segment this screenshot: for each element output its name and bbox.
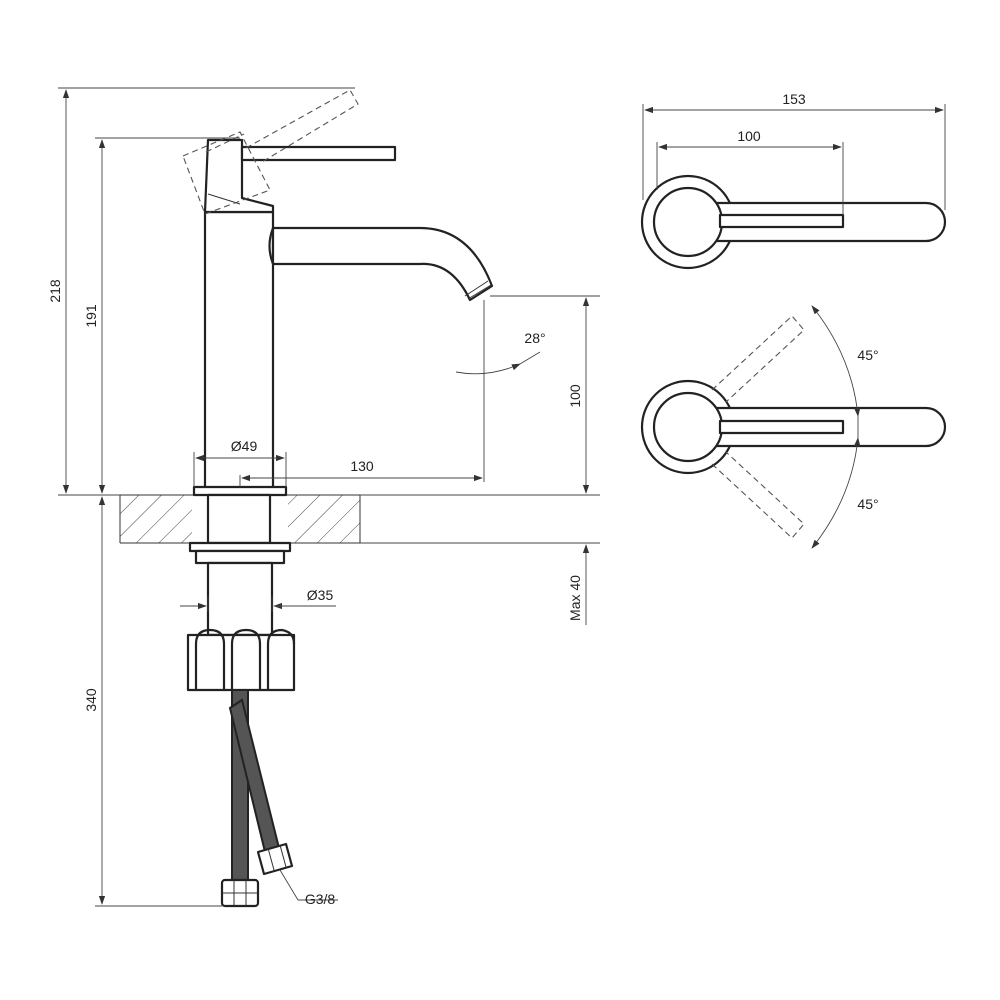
lever-alternate-position: [182, 89, 359, 215]
side-view-labels: 218 191 Ø49 130 28° 100 Max 40 Ø35 340 G…: [47, 279, 583, 907]
hose-length-label: 340: [83, 688, 99, 712]
base-diameter-label: Ø49: [231, 438, 258, 454]
spout-angle-label: 28°: [524, 330, 545, 346]
overall-height-label: 218: [47, 279, 63, 303]
extension-lines: [58, 87, 600, 907]
side-view: 218 191 Ø49 130 28° 100 Max 40 Ø35 340 G…: [47, 87, 600, 908]
top-view: 153 100: [640, 91, 947, 270]
countertop-section: [119, 494, 361, 544]
thread-label: G3/8: [305, 891, 336, 907]
rotation-view: 45° 45°: [640, 305, 947, 549]
shank-diameter-label: Ø35: [307, 587, 334, 603]
faucet-body: [192, 138, 494, 497]
top-total-length-label: 153: [782, 91, 806, 107]
rotation-up-label: 45°: [857, 347, 878, 363]
spout-clearance-label: 100: [567, 384, 583, 408]
spout-reach-label: 130: [350, 458, 374, 474]
dimension-lines: [62, 89, 590, 905]
body-height-label: 191: [83, 304, 99, 328]
supply-hoses: [220, 689, 294, 908]
max-deck-label: Max 40: [567, 575, 583, 621]
mounting-shank: [186, 493, 296, 692]
top-handle-length-label: 100: [737, 128, 761, 144]
rotation-down-label: 45°: [857, 496, 878, 512]
